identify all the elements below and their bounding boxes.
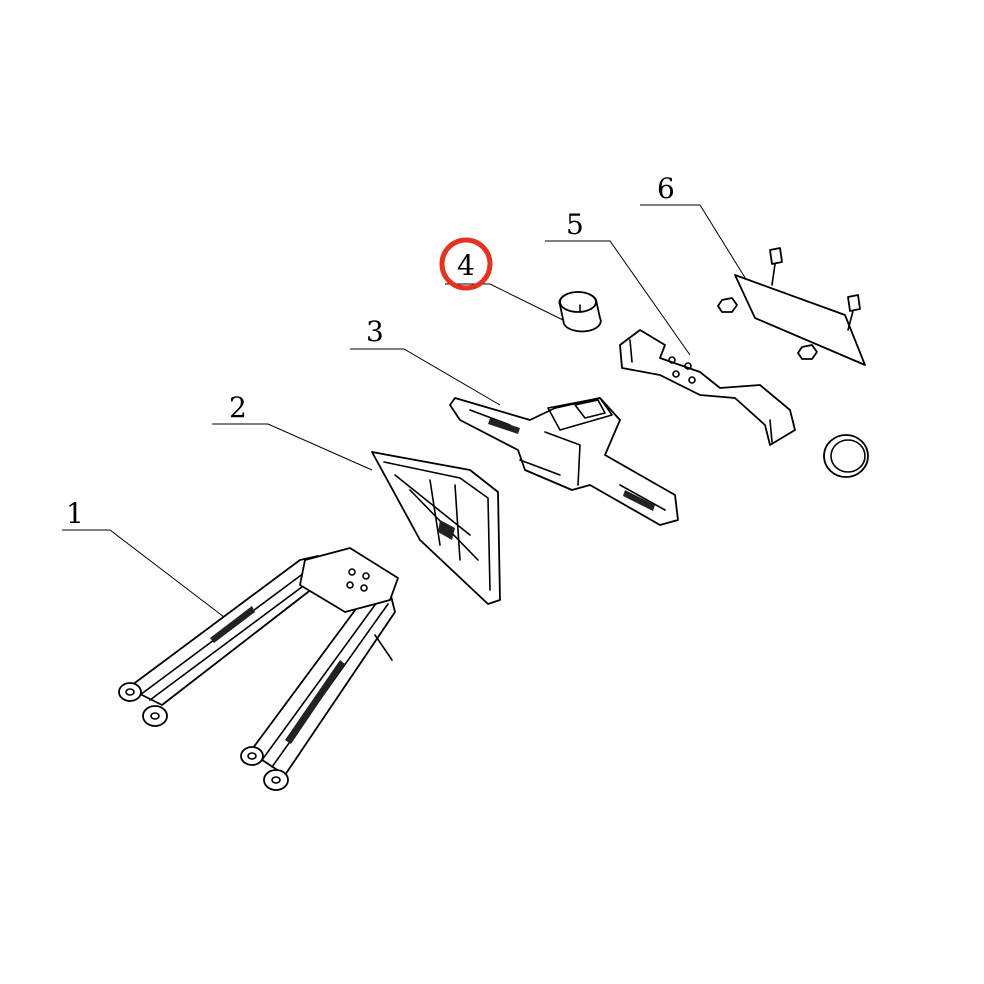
part-6-plate-bolts: [717, 247, 866, 366]
part-1-swing-arm: [118, 547, 399, 791]
leader-lines: [62, 204, 771, 634]
callout-4: 4: [457, 249, 475, 282]
leader-5: [545, 240, 691, 356]
callout-2: 2: [229, 391, 247, 424]
highlight-circle: [439, 237, 493, 291]
part-4-cap: [558, 291, 602, 333]
part-3-bracket: [449, 397, 679, 526]
leader-3: [350, 348, 501, 406]
callout-5: 5: [566, 208, 584, 241]
leader-1: [62, 529, 246, 634]
callout-3: 3: [366, 315, 384, 348]
callout-6: 6: [657, 172, 675, 205]
callout-1: 1: [66, 497, 84, 530]
part-5-plate-bracket: [619, 329, 869, 478]
leader-2: [212, 423, 373, 471]
leader-4: [445, 283, 566, 322]
part-2-fender: [371, 451, 501, 605]
